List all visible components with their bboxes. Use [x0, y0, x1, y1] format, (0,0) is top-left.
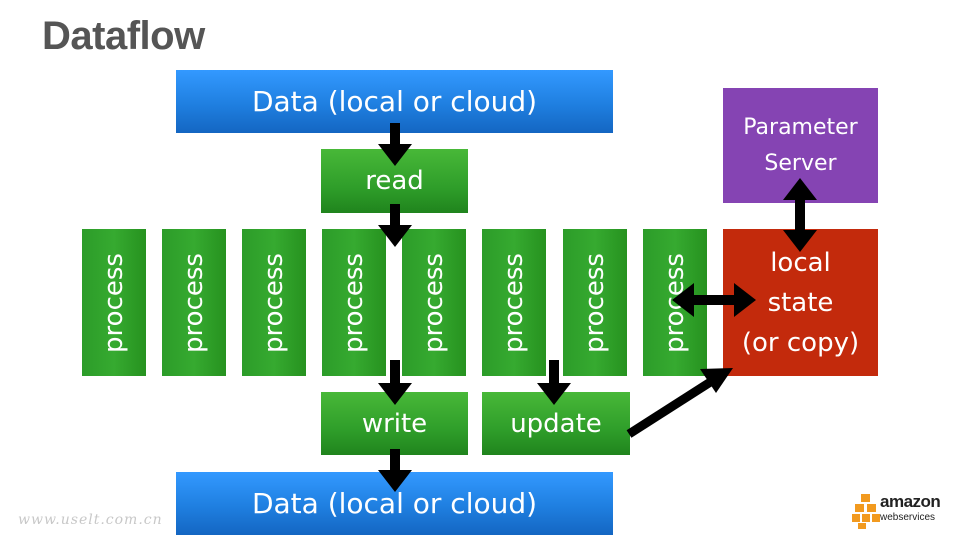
write-label: write	[361, 408, 428, 439]
arrow-write-to-data	[378, 449, 412, 492]
amazon-web-services-logo: amazon webservices	[852, 492, 952, 532]
arrow-read-to-process	[378, 204, 412, 247]
parameter-server-label-line2: Server	[764, 150, 837, 176]
update-box: update	[482, 392, 630, 455]
process-box: process	[402, 229, 466, 376]
data-source-label: Data (local or cloud)	[251, 85, 538, 118]
logo-subtitle: webservices	[880, 512, 936, 523]
local-state-label-line2: state	[767, 287, 834, 318]
process-box: process	[242, 229, 306, 376]
parameter-server-label-line1: Parameter	[743, 114, 858, 140]
process-box: process	[162, 229, 226, 376]
update-label: update	[510, 408, 602, 439]
arrow-data-to-read	[378, 123, 412, 166]
process-box: process	[322, 229, 386, 376]
watermark: www.uselt.com.cn	[18, 512, 163, 528]
data-source-box: Data (local or cloud)	[176, 70, 613, 133]
process-box: process	[82, 229, 146, 376]
read-label: read	[365, 166, 424, 196]
arrow-process-local-state	[672, 283, 756, 317]
process-box: process	[482, 229, 546, 376]
local-state-label-line1: local	[770, 247, 831, 278]
process-box: process	[563, 229, 627, 376]
logo-wordmark: amazon	[880, 492, 941, 511]
page-title: Dataflow	[42, 14, 205, 58]
arrow-process-to-update	[537, 360, 571, 405]
aws-cubes-icon	[852, 494, 880, 529]
data-sink-label: Data (local or cloud)	[251, 487, 538, 520]
arrow-update-to-local-state	[626, 368, 733, 438]
local-state-label-line3: (or copy)	[741, 327, 860, 358]
arrow-process-to-write	[378, 360, 412, 405]
arrow-parameter-server-local-state	[783, 178, 817, 252]
